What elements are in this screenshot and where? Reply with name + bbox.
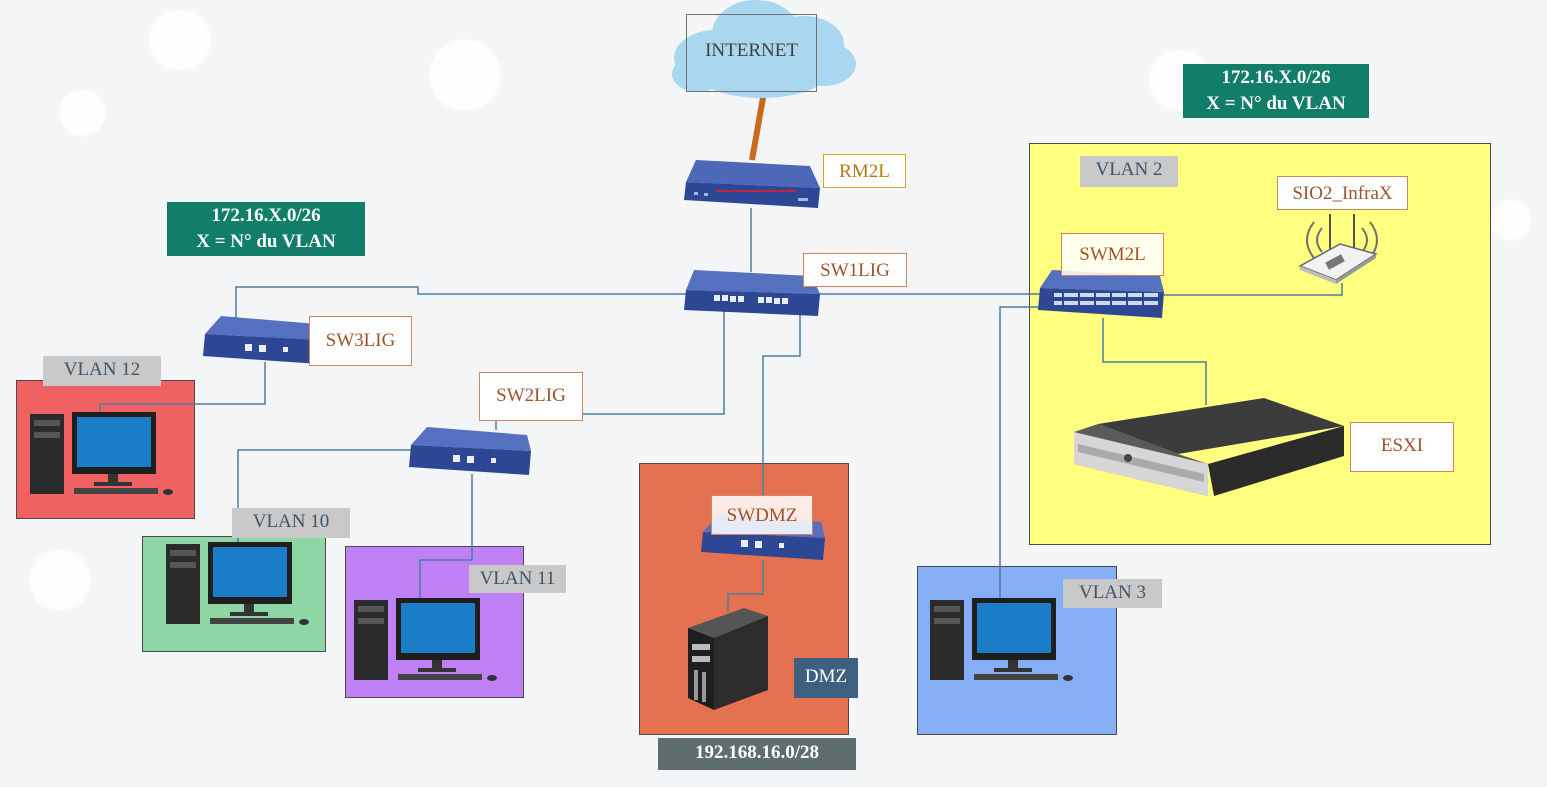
dmz-tag: DMZ (794, 658, 858, 698)
computer-icon (930, 598, 1073, 681)
switch-dmz-label: SWDMZ (711, 495, 813, 535)
esxi-label: ESXI (1350, 422, 1454, 472)
link-core-sw2 (495, 300, 725, 430)
switch-m2l-label: SWM2L (1061, 233, 1164, 276)
link-core-sw3 (235, 286, 686, 318)
link-internet-router (749, 91, 767, 161)
wifi-access-point-icon (1298, 214, 1378, 284)
subnet-right-line2: X = N° du VLAN (1206, 93, 1346, 114)
subnet-badge-right: 172.16.X.0/26 X = N° du VLAN (1183, 64, 1369, 118)
link-sw2-vlan11 (419, 474, 473, 600)
vlan11-tag: VLAN 11 (469, 565, 566, 593)
wifi-ap-label: SIO2_InfraX (1277, 176, 1408, 210)
server-icon (1074, 398, 1344, 496)
switch-icon (409, 427, 531, 475)
link-swdmz-server (727, 560, 764, 612)
switch-2-label: SW2LIG (479, 372, 583, 421)
core-switch-label: SW1LIG (803, 253, 907, 287)
switch-icon (203, 316, 321, 364)
background-bubble (430, 40, 500, 110)
subnet-right-line1: 172.16.X.0/26 (1221, 67, 1331, 88)
tower-server-icon (688, 608, 768, 710)
subnet-left-line2: X = N° du VLAN (196, 231, 336, 252)
background-bubble (1490, 200, 1530, 240)
link-core-dmz (762, 300, 801, 500)
subnet-left-line1: 172.16.X.0/26 (211, 205, 321, 226)
subnet-badge-left: 172.16.X.0/26 X = N° du VLAN (167, 202, 365, 256)
vlan2-tag: VLAN 2 (1080, 156, 1178, 187)
computer-icon (30, 412, 173, 495)
core-switch-icon (684, 270, 820, 316)
computer-icon (354, 598, 497, 681)
background-bubble (150, 10, 210, 70)
internet-label: INTERNET (705, 40, 798, 61)
vlan3-tag: VLAN 3 (1063, 579, 1162, 608)
computer-icon (166, 542, 309, 625)
switch-3-label: SW3LIG (309, 316, 412, 366)
background-bubble (60, 90, 105, 135)
router-icon (684, 160, 820, 208)
link-swm2l-vlan3 (999, 306, 1056, 600)
router-label: RM2L (823, 154, 906, 188)
vlan12-tag: VLAN 12 (43, 356, 161, 386)
internet-label-box (686, 14, 817, 92)
cloud-icon (672, 0, 856, 98)
vlan10-tag: VLAN 10 (232, 508, 350, 538)
link-swm2l-esxi (1102, 318, 1207, 405)
background-bubble (30, 550, 90, 610)
link-swm2l-wifi (1160, 283, 1343, 296)
dmz-network-tag: 192.168.16.0/28 (658, 738, 856, 770)
